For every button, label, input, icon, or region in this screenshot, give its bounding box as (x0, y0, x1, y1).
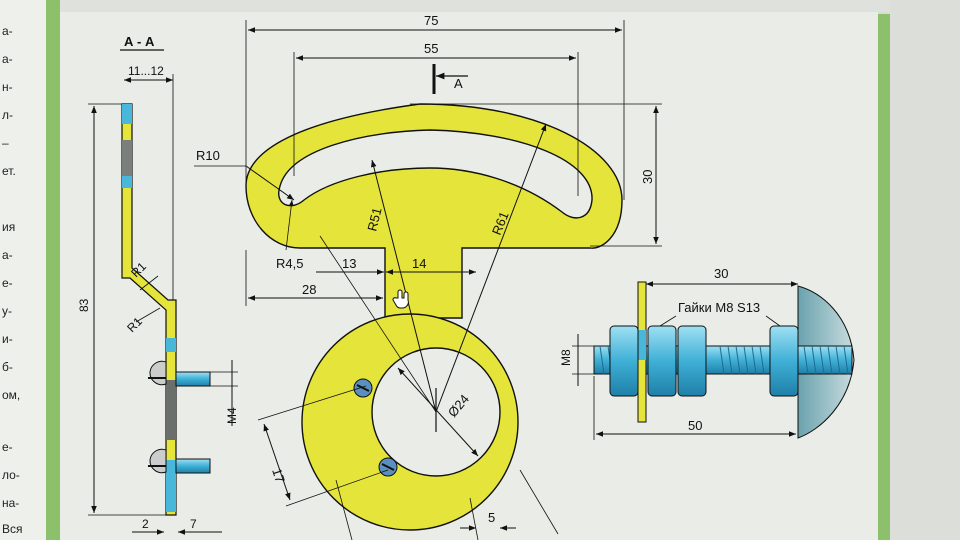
screw-bottom (148, 448, 211, 474)
green-frame-left (46, 0, 60, 540)
dim-r10: R10 (196, 148, 220, 163)
dim-17: 17 (269, 466, 288, 484)
side-text-line: ло- (2, 468, 20, 482)
dim-r1-bottom: R1 (124, 314, 145, 335)
side-text-line: ом, (2, 388, 21, 402)
main-part-view: 75 55 А 30 R10 R51 R61 (194, 13, 662, 540)
section-label: А - А (124, 34, 155, 49)
side-text-line: б- (2, 360, 13, 374)
side-text-line: Вся (2, 522, 23, 536)
side-text-line: и- (2, 332, 13, 346)
green-frame-right (878, 14, 890, 540)
handle-slot (278, 129, 593, 219)
dim-r51: R51 (364, 206, 384, 233)
nut-label: Гайки М8 S13 (678, 300, 760, 315)
dim-7: 7 (190, 517, 197, 531)
dim-2: 2 (142, 517, 149, 531)
nut-icon (769, 325, 799, 397)
dim-75: 75 (424, 13, 438, 28)
side-text-line: е- (2, 440, 13, 454)
hand-cursor-icon (392, 289, 409, 309)
nut-icon (609, 325, 639, 397)
dim-section-width: 11...12 (128, 64, 164, 78)
side-text-line: а- (2, 52, 13, 66)
side-text-line: л- (2, 108, 13, 122)
side-text-line: а- (2, 248, 13, 262)
section-view: А - А 11...12 (77, 34, 239, 535)
side-text-line: н- (2, 80, 13, 94)
dim-55: 55 (424, 41, 438, 56)
dim-28: 28 (302, 282, 316, 297)
dim-m8: М8 (559, 349, 573, 366)
dim-14: 14 (412, 256, 426, 271)
dim-5: 5 (488, 510, 495, 525)
side-text-line: у- (2, 304, 12, 318)
side-text-line: е- (2, 276, 13, 290)
dim-30-bolt: 30 (714, 266, 728, 281)
side-text-line: а- (2, 24, 13, 38)
side-text-line: – (2, 136, 9, 150)
top-strip (60, 0, 960, 12)
side-text-line: на- (2, 496, 20, 510)
screw-top (148, 360, 211, 387)
nut-icon (677, 325, 707, 397)
right-margin (890, 0, 960, 540)
dim-50: 50 (688, 418, 702, 433)
side-text-line: ет. (2, 164, 16, 178)
nut-icon (647, 325, 677, 397)
dim-30-vertical: 30 (640, 170, 655, 184)
dim-m4: М4 (225, 407, 239, 424)
dim-13: 13 (342, 256, 356, 271)
side-text-line: ия (2, 220, 16, 234)
page-side-text: а- а- н- л- – ет. ия а- е- у- и- б- ом, … (0, 0, 46, 540)
section-arrow-label: А (454, 76, 463, 91)
bolt-assembly: Гайки М8 S13 30 50 М8 (559, 266, 855, 440)
dim-height-83: 83 (77, 298, 91, 312)
dim-r45: R4,5 (276, 256, 303, 271)
